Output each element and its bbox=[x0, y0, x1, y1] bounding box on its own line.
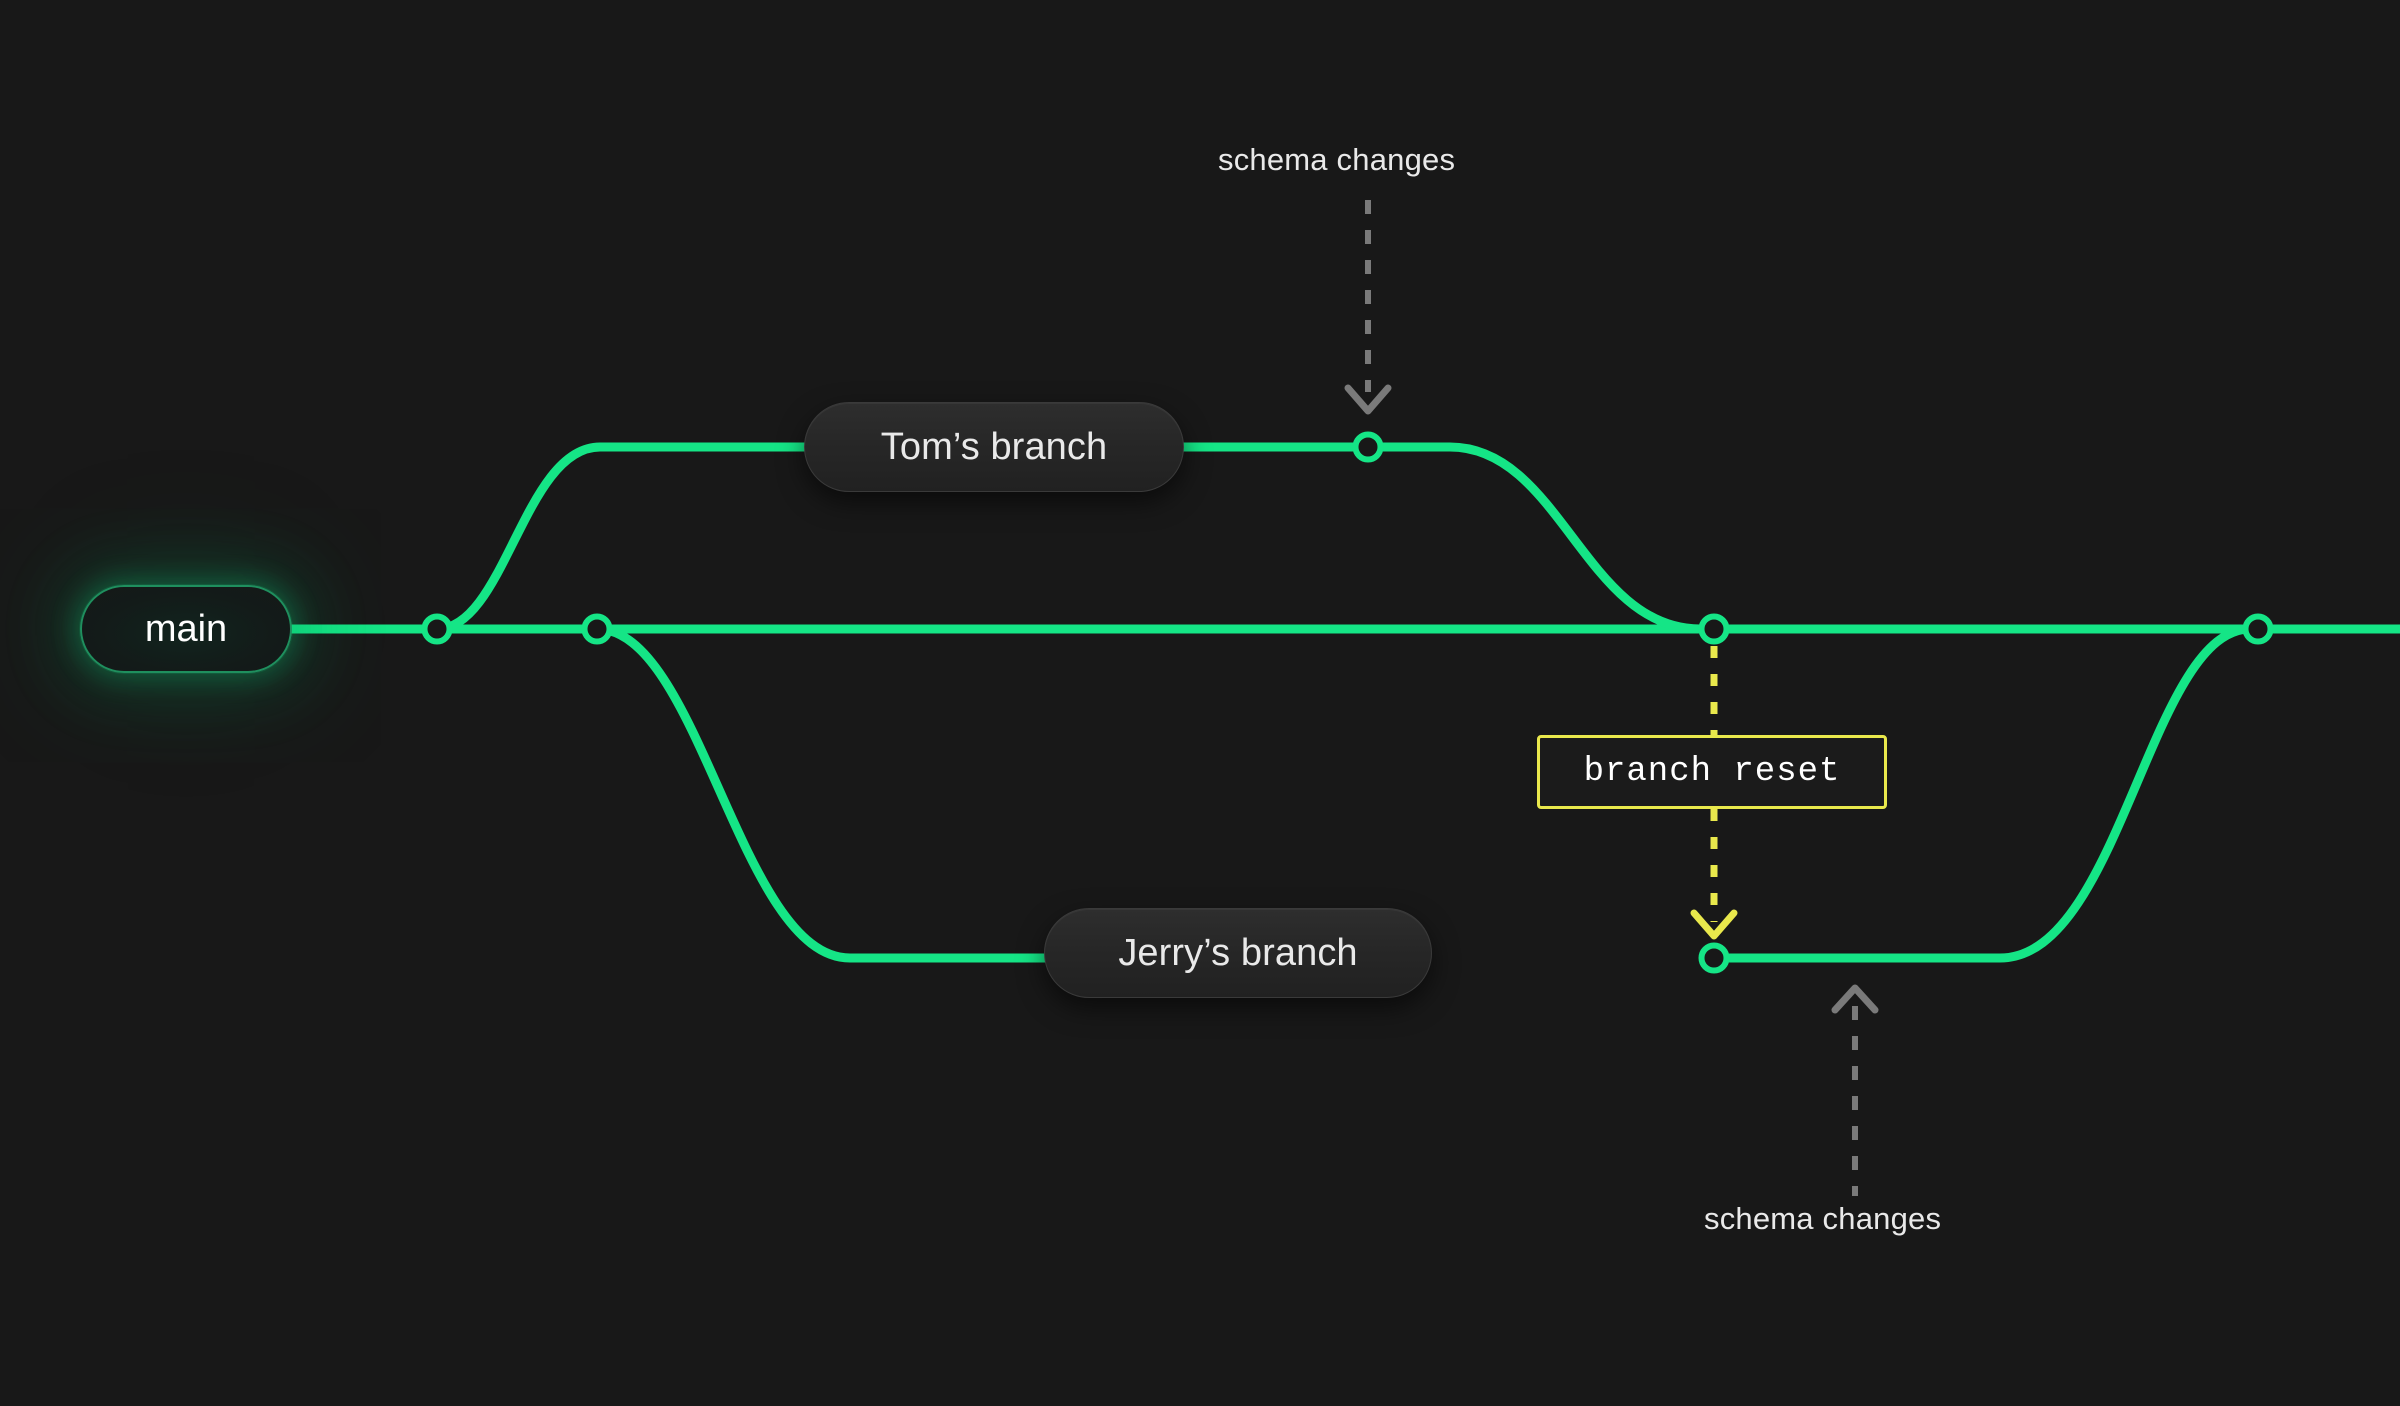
commit-node-tom-schema[interactable] bbox=[1352, 431, 1384, 463]
annotation-label-schema-changes-bottom: schema changes bbox=[1704, 1201, 1942, 1236]
commit-node-main-fork-tom[interactable] bbox=[421, 613, 453, 645]
commit-node-main-fork-jerry[interactable] bbox=[581, 613, 613, 645]
branch-pill-tom-label: Tom’s branch bbox=[880, 425, 1108, 468]
branch-pill-jerry-label: Jerry’s branch bbox=[1118, 931, 1358, 974]
commit-node-main-merge[interactable] bbox=[2242, 613, 2274, 645]
schema-changes-bottom-arrow-icon bbox=[1831, 984, 1879, 1014]
annotation-label-schema-changes-top: schema changes bbox=[1218, 142, 1456, 177]
jerry-fork-curve bbox=[592, 624, 1051, 963]
commit-node-main-reset[interactable] bbox=[1698, 613, 1730, 645]
schema-changes-top-arrow-icon bbox=[1344, 384, 1392, 415]
tom-fork-curve bbox=[432, 442, 809, 634]
branch-reset-callout[interactable]: branch reset bbox=[1537, 735, 1887, 809]
branch-reset-arrow-icon bbox=[1690, 909, 1738, 940]
branch-pill-main[interactable]: main bbox=[80, 585, 292, 673]
jerry-post-reset-line bbox=[1709, 624, 2255, 963]
branch-reset-callout-label: branch reset bbox=[1583, 753, 1841, 791]
commit-node-jerry-reset[interactable] bbox=[1698, 942, 1730, 974]
branch-pill-jerry[interactable]: Jerry’s branch bbox=[1044, 908, 1432, 998]
tom-branch-line bbox=[1177, 442, 1705, 634]
branch-pill-tom[interactable]: Tom’s branch bbox=[804, 402, 1184, 492]
branch-pill-main-label: main bbox=[144, 607, 228, 650]
